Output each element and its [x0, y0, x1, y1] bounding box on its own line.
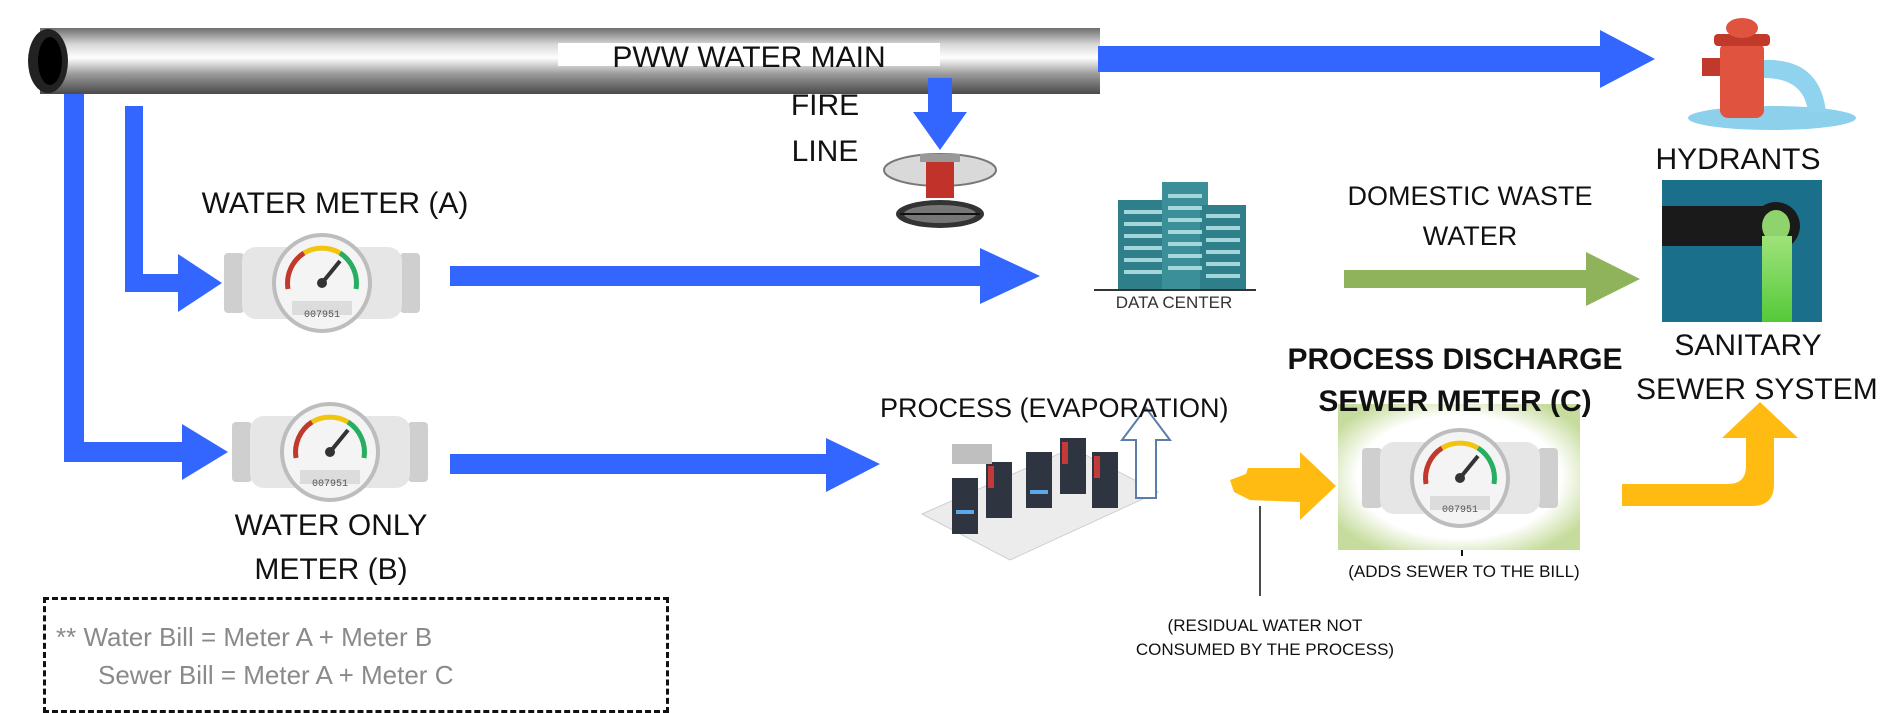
discharge-to-sewer-arrow [1622, 402, 1798, 506]
fire-line-label-1: FIRE [790, 89, 860, 122]
process-evaporation-label: PROCESS (EVAPORATION) [880, 393, 1229, 423]
meter-c-reading: 007951 [1442, 505, 1478, 516]
water-meter-a-label: WATER METER (A) [201, 187, 469, 220]
evaporation-arrow [1120, 406, 1172, 499]
meter-b-reading: 007951 [312, 479, 348, 490]
meter-a-reading: 007951 [304, 310, 340, 321]
fire-line-arrow [913, 78, 967, 150]
domestic-waste-label-2: WATER [1422, 221, 1518, 251]
sanitary-label-2: SEWER SYSTEM [1636, 373, 1878, 406]
process-discharge-label-2: SEWER METER (C) [1318, 385, 1592, 418]
residual-water-label-2: CONSUMED BY THE PROCESS) [1135, 640, 1395, 659]
hydrant-supply-arrow [1098, 30, 1655, 88]
meter-b-supply-arrow [64, 94, 228, 480]
water-only-label-2: METER (B) [254, 553, 408, 586]
water-bill-formula: ** Water Bill = Meter A + Meter B [56, 622, 433, 652]
process-discharge-label-1: PROCESS DISCHARGE [1287, 343, 1623, 376]
sewer-bill-formula: Sewer Bill = Meter A + Meter C [98, 660, 454, 690]
data-center-icon [1094, 182, 1256, 291]
domestic-waste-arrow [1344, 252, 1640, 306]
hydrants-label: HYDRANTS [1655, 143, 1821, 176]
residual-water-label-1: (RESIDUAL WATER NOT [1167, 616, 1363, 635]
domestic-waste-label-1: DOMESTIC WASTE [1347, 181, 1593, 211]
sewer-meter-c [1362, 428, 1558, 528]
hydrant-icon [1688, 18, 1856, 130]
fire-line-label-2: LINE [791, 135, 859, 168]
water-main-pipe [28, 28, 1100, 94]
data-center-caption: DATA CENTER [1116, 293, 1233, 312]
water-only-label-1: WATER ONLY [234, 509, 428, 542]
meter-a-supply-arrow [125, 106, 222, 312]
billing-note-box: ** Water Bill = Meter A + Meter B Sewer … [43, 597, 669, 713]
meter-b-to-process-arrow [450, 438, 880, 492]
sprinkler-icon [883, 153, 997, 228]
water-main-label: PWW WATER MAIN [612, 41, 886, 74]
residual-water-arrow [1230, 452, 1336, 520]
server-racks-icon [920, 438, 1160, 561]
adds-sewer-label: (ADDS SEWER TO THE BILL) [1348, 562, 1580, 581]
water-meter-a [224, 233, 420, 333]
meter-a-to-datacenter-arrow [450, 248, 1040, 304]
water-meter-b [232, 402, 428, 502]
sanitary-label-1: SANITARY [1674, 329, 1822, 362]
sewer-icon [1662, 180, 1822, 322]
